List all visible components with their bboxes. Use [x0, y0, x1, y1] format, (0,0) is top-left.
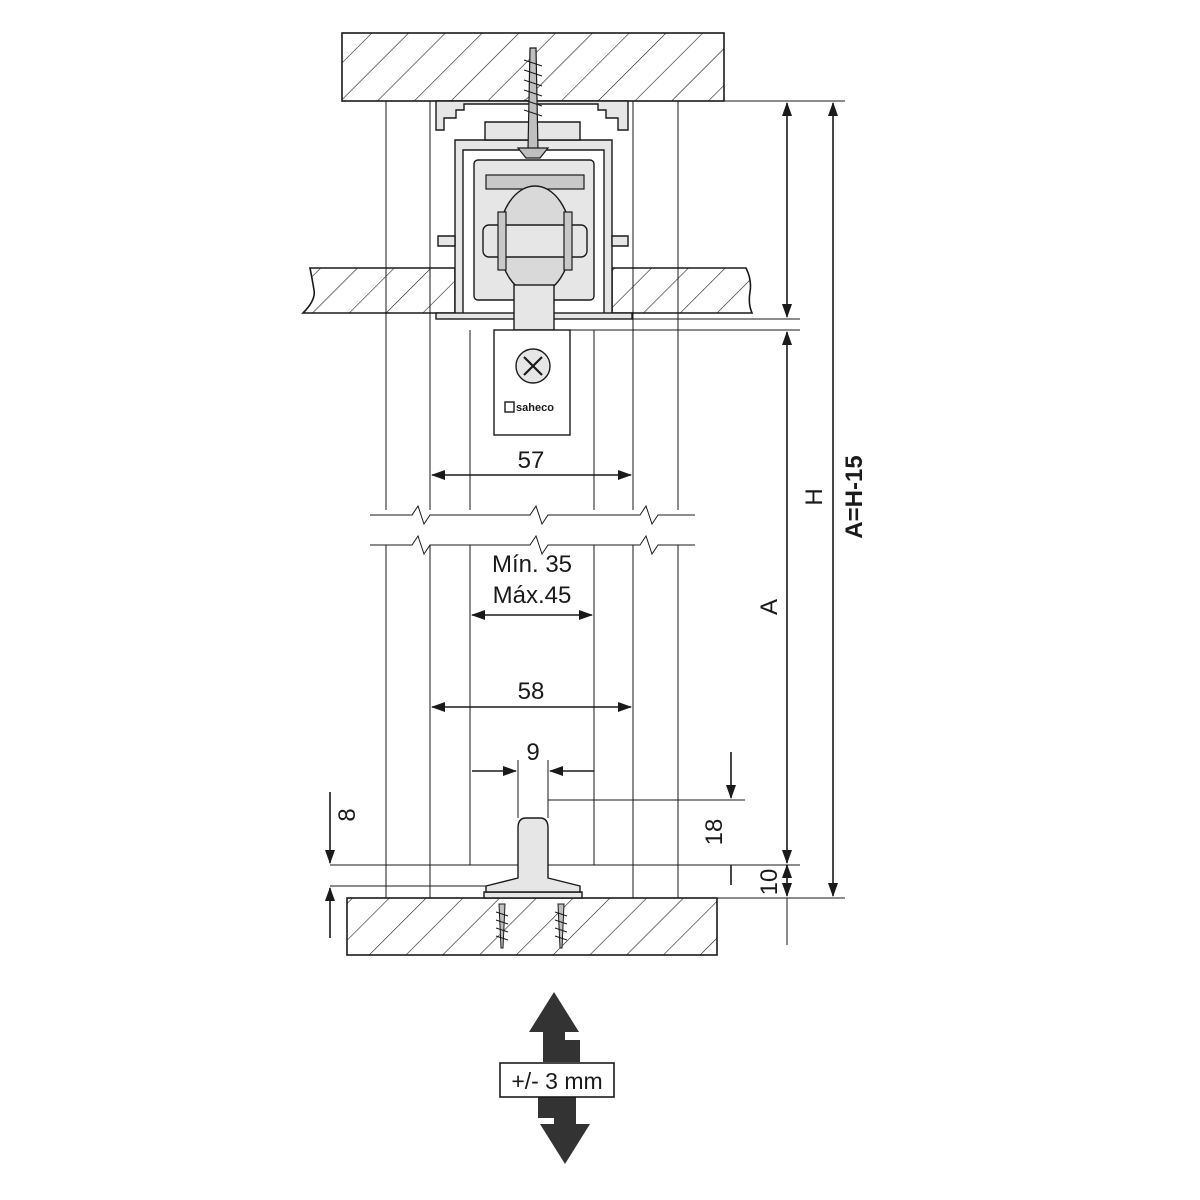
dim-max-label: Máx.45: [493, 582, 572, 609]
dimension-9: [472, 760, 594, 818]
dim-57-label: 57: [518, 447, 545, 474]
extension-lines: [548, 100, 845, 899]
dim-18-label: 18: [701, 819, 728, 846]
dimension-18: [720, 752, 745, 885]
dim-H-label: H: [801, 488, 828, 505]
dim-58-label: 58: [518, 678, 545, 705]
adjustment-label: +/- 3 mm: [511, 1068, 602, 1094]
adjustment-label-box: [499, 1062, 615, 1098]
dim-9-label: 9: [526, 739, 539, 766]
floor-screws-icon: [495, 903, 568, 949]
up-arrow-icon: [529, 992, 580, 1062]
break-lines: [370, 504, 695, 556]
dim-10-label: 10: [756, 869, 783, 896]
ceiling-screw-icon: [516, 47, 550, 159]
dim-8-label: 8: [334, 808, 361, 821]
dim-min-label: Mín. 35: [492, 551, 572, 578]
dim-A-label: A: [756, 599, 783, 615]
hanger-plate: [493, 329, 571, 436]
lintel-panel: [301, 267, 754, 314]
floor-block: [346, 897, 718, 956]
brand-mark: saheco: [516, 402, 554, 414]
roller-carriage: [473, 159, 595, 331]
dim-formula-label: A=H-15: [841, 455, 868, 538]
floor-guide: [330, 817, 800, 899]
down-arrow-icon: [538, 1096, 590, 1164]
